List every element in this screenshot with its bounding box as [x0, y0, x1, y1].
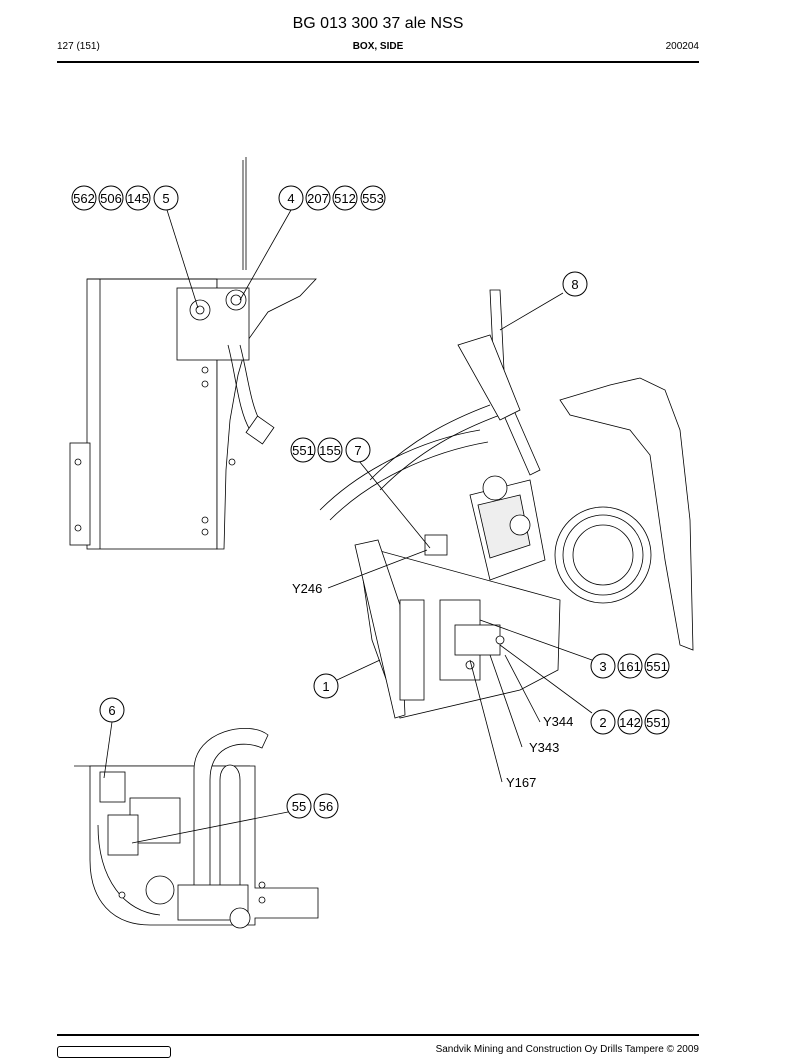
- callout-6-text: 6: [108, 703, 115, 718]
- section-title: BOX, SIDE: [352, 41, 404, 52]
- callout-145-text: 145: [127, 191, 149, 206]
- callout-551-a: 551: [290, 437, 316, 463]
- callout-551-c-text: 551: [646, 715, 668, 730]
- callout-207: 207: [305, 185, 331, 211]
- callout-2-text: 2: [599, 715, 606, 730]
- callout-553-text: 553: [362, 191, 384, 206]
- callout-3: 3: [590, 653, 616, 679]
- callout-8: 8: [562, 271, 588, 297]
- label-y344: Y344: [543, 714, 573, 729]
- header-rule: [57, 61, 699, 63]
- callout-7-text: 7: [354, 443, 361, 458]
- callout-161: 161: [617, 653, 643, 679]
- callout-551-b: 551: [644, 653, 670, 679]
- callout-551-a-text: 551: [292, 443, 314, 458]
- leader-lines: [103, 209, 593, 844]
- footer-rule: [57, 1034, 699, 1036]
- callout-2: 2: [590, 709, 616, 735]
- callout-55-text: 55: [292, 799, 306, 814]
- callout-506: 506: [98, 185, 124, 211]
- callout-551-c: 551: [644, 709, 670, 735]
- label-y343: Y343: [529, 740, 559, 755]
- label-y246: Y246: [292, 581, 322, 596]
- page-number: 127 (151): [57, 41, 100, 52]
- callout-4-text: 4: [287, 191, 294, 206]
- callout-5: 5: [153, 185, 179, 211]
- company-logo: [57, 1046, 171, 1058]
- callout-142-text: 142: [619, 715, 641, 730]
- callout-562-text: 562: [73, 191, 95, 206]
- callout-562: 562: [71, 185, 97, 211]
- callout-55: 55: [286, 793, 312, 819]
- callout-56-text: 56: [319, 799, 333, 814]
- callout-512: 512: [332, 185, 358, 211]
- document-title: BG 013 300 37 ale NSS: [292, 15, 464, 32]
- callout-551-b-text: 551: [646, 659, 668, 674]
- callout-5-text: 5: [162, 191, 169, 206]
- isometric-assembly-view: [319, 289, 694, 719]
- callout-161-text: 161: [619, 659, 641, 674]
- callout-1-text: 1: [322, 679, 329, 694]
- callout-6: 6: [99, 697, 125, 723]
- callout-207-text: 207: [307, 191, 329, 206]
- document-date: 200204: [665, 41, 699, 52]
- callout-7: 7: [345, 437, 371, 463]
- callout-3-text: 3: [599, 659, 606, 674]
- callout-8-text: 8: [571, 277, 578, 292]
- callout-155-text: 155: [319, 443, 341, 458]
- footer-copyright: Sandvik Mining and Construction Oy Drill…: [435, 1044, 699, 1055]
- callout-553: 553: [360, 185, 386, 211]
- label-y167: Y167: [506, 775, 536, 790]
- callout-1: 1: [313, 673, 339, 699]
- side-box-view-top: [69, 157, 317, 550]
- callout-4: 4: [278, 185, 304, 211]
- callout-145: 145: [125, 185, 151, 211]
- lower-box-view: [74, 728, 319, 929]
- callout-142: 142: [617, 709, 643, 735]
- callout-506-text: 506: [100, 191, 122, 206]
- callout-512-text: 512: [334, 191, 356, 206]
- callout-56: 56: [313, 793, 339, 819]
- callout-155: 155: [317, 437, 343, 463]
